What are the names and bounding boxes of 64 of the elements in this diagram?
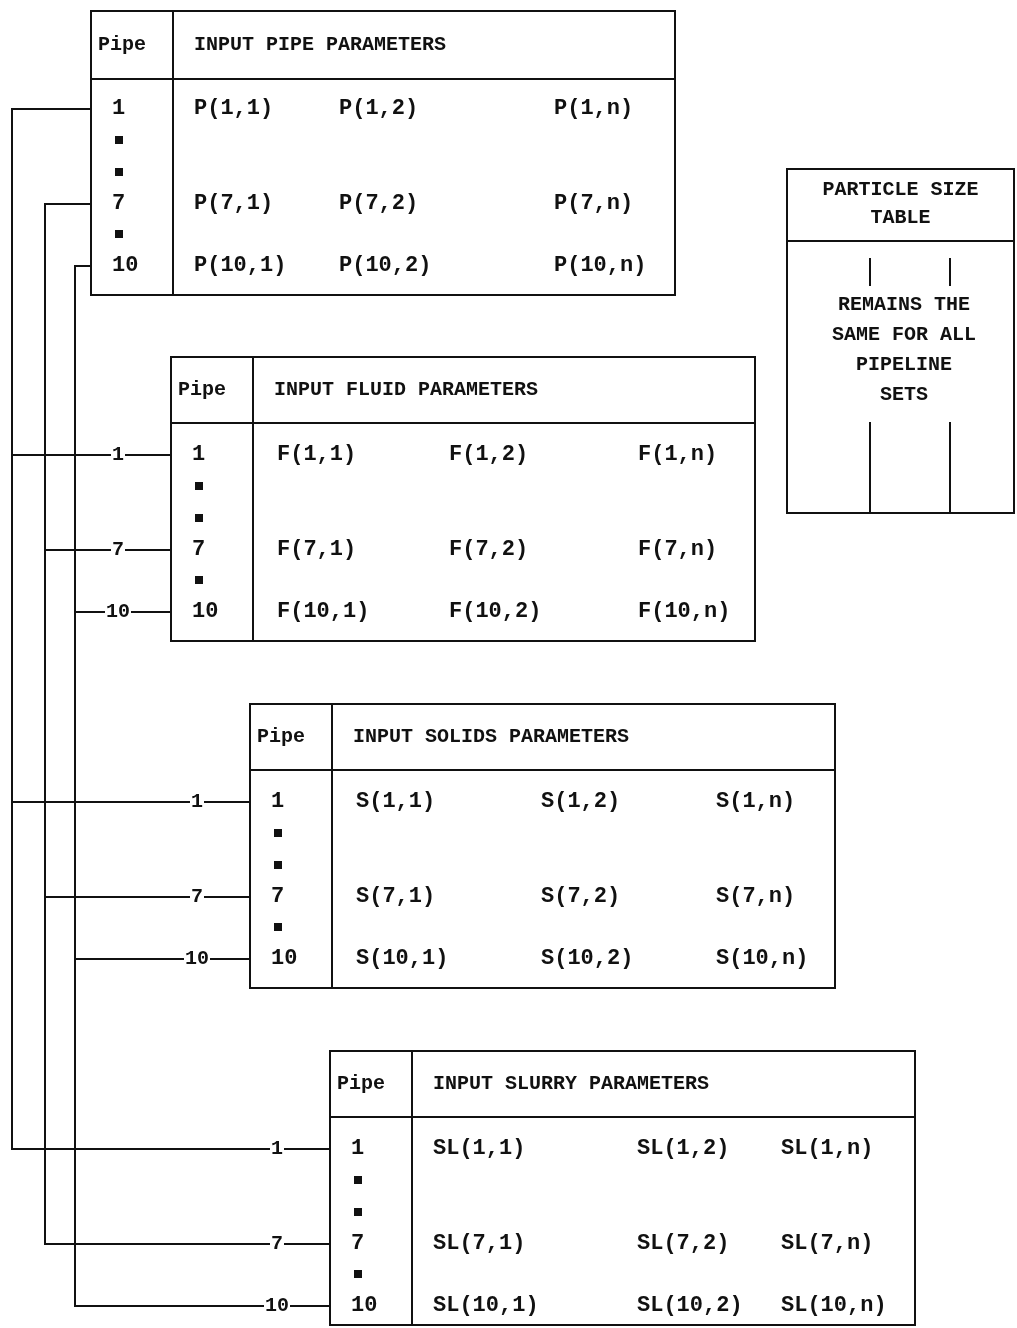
column-header: Pipe [98, 33, 146, 57]
parameter-value: SL(10,2) [637, 1293, 743, 1319]
connector-line [11, 108, 330, 1150]
parameter-value: P(10,2) [339, 253, 432, 279]
parameter-table [90, 10, 676, 296]
pipe-number: 1 [251, 788, 331, 816]
parameter-value: S(1,n) [716, 789, 796, 815]
parameter-value: F(1,1) [277, 442, 357, 468]
parameter-value: P(7,1) [194, 191, 274, 217]
column-header: Pipe [257, 725, 305, 749]
parameter-value: F(10,1) [277, 599, 370, 625]
parameter-table [170, 356, 756, 642]
pipe-number: 7 [331, 1230, 411, 1258]
parameter-value: SL(1,2) [637, 1136, 730, 1162]
parameter-value: SL(1,1) [433, 1136, 526, 1162]
parameter-value: P(10,n) [554, 253, 647, 279]
parameter-value: SL(10,n) [781, 1293, 887, 1319]
pipe-number: 10 [251, 945, 331, 973]
table-title: INPUT FLUID PARAMETERS [274, 378, 539, 402]
parameter-value: S(1,1) [356, 789, 436, 815]
pipe-number: 1 [92, 95, 172, 123]
parameter-value: F(1,n) [638, 442, 718, 468]
parameter-value: P(10,1) [194, 253, 287, 279]
pipe-number: 7 [251, 883, 331, 911]
parameter-value: F(1,2) [449, 442, 529, 468]
pipe-number: 10 [172, 598, 252, 626]
parameter-value: SL(7,1) [433, 1231, 526, 1257]
parameter-value: S(10,1) [356, 946, 449, 972]
parameter-table [329, 1050, 916, 1326]
parameter-value: F(7,2) [449, 537, 529, 563]
pipe-number: 1 [172, 441, 252, 469]
parameter-value: P(1,1) [194, 96, 274, 122]
pipe-number: 7 [172, 536, 252, 564]
parameter-value: SL(7,2) [637, 1231, 730, 1257]
parameter-value: S(7,n) [716, 884, 796, 910]
parameter-value: F(10,2) [449, 599, 542, 625]
column-header: Pipe [178, 378, 226, 402]
parameter-value: SL(7,n) [781, 1231, 874, 1257]
table-title: INPUT SLURRY PARAMETERS [433, 1072, 710, 1096]
pipe-number: 10 [331, 1292, 411, 1320]
table-title: PARTICLE SIZE TABLE [821, 177, 980, 231]
parameter-value: P(1,n) [554, 96, 634, 122]
table-title: INPUT PIPE PARAMETERS [194, 33, 447, 57]
parameter-value: S(7,1) [356, 884, 436, 910]
parameter-value: SL(10,1) [433, 1293, 539, 1319]
pipe-number: 1 [331, 1135, 411, 1163]
table-title: INPUT SOLIDS PARAMETERS [353, 725, 630, 749]
column-header: Pipe [337, 1072, 385, 1096]
parameter-value: S(7,2) [541, 884, 621, 910]
parameter-table [249, 703, 836, 989]
parameter-value: F(10,n) [638, 599, 731, 625]
parameter-value: S(1,2) [541, 789, 621, 815]
pipe-number: 10 [92, 252, 172, 280]
reference-table [786, 168, 1015, 514]
parameter-value: S(10,2) [541, 946, 634, 972]
parameter-value: S(10,n) [716, 946, 809, 972]
parameter-value: F(7,n) [638, 537, 718, 563]
pipe-number: 7 [92, 190, 172, 218]
connector-line [44, 203, 330, 1245]
parameter-value: P(1,2) [339, 96, 419, 122]
parameter-value: P(7,2) [339, 191, 419, 217]
parameter-value: F(7,1) [277, 537, 357, 563]
parameter-value: SL(1,n) [781, 1136, 874, 1162]
parameter-value: P(7,n) [554, 191, 634, 217]
